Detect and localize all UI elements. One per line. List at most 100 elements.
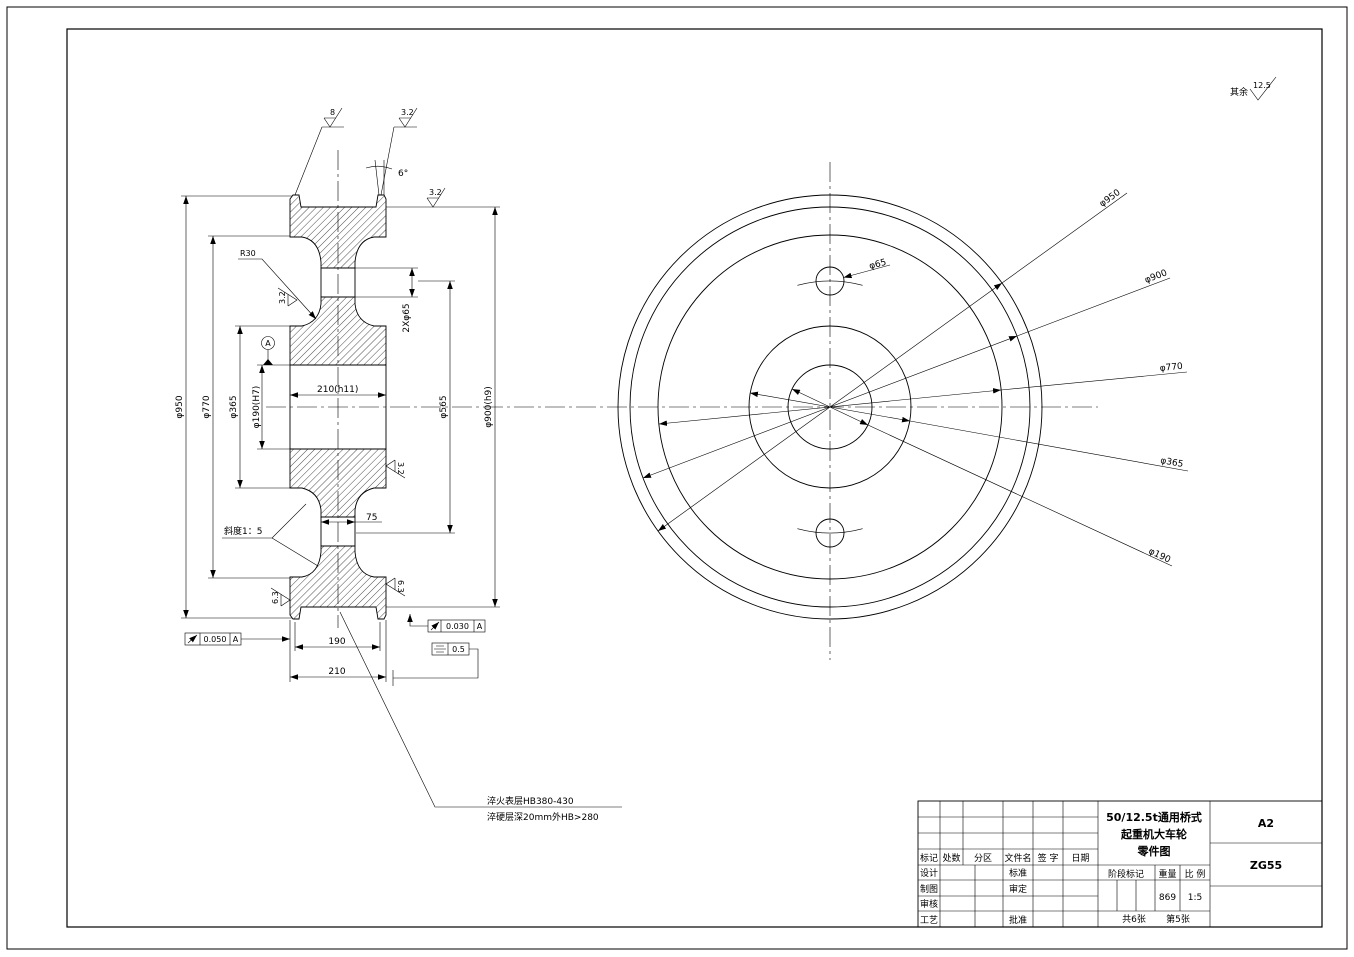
scale-value: 1:5 [1188,893,1202,903]
end-dim-dia-950: φ950 [657,188,1128,532]
role-verify: 审定 [1009,883,1027,895]
heat-treatment-note: 淬火表层HB380-430 淬硬层深20mm外HB>280 [339,611,622,823]
end-dim-dia-900: φ900 [642,268,1171,479]
header-zone: 分区 [974,853,992,864]
symmetry-value: 0.5 [452,645,465,654]
end-dim-hole-65: φ65 [843,258,891,279]
dim-width-190-label: 190 [328,637,345,647]
roughness-web-left-value: 3.2 [278,291,287,304]
roughness-tread-value: 3.2 [429,188,442,197]
end-dim-hole-65-label: φ65 [868,258,887,272]
general-roughness-note: 其余 12.5 [1230,76,1277,101]
dim-width-210-h11: 210(h11) [289,385,387,398]
flange-angle-callout: 6° [365,159,408,196]
scale-label: 比 例 [1185,868,1206,880]
hole-edges [320,268,356,546]
dim-dia-565-label: φ565 [439,395,449,418]
taper-callout: 斜度1：5 [222,503,319,567]
runout-right-datum: A [477,622,483,631]
roughness-rim-left-value: 6.3 [271,591,280,604]
roughness-web-left: 3.2 [277,287,298,307]
role-process: 工艺 [920,915,938,926]
roughness-tread: 3.2 [426,187,446,208]
sheets-total: 共6张 [1122,914,1146,925]
general-roughness-value: 12.5 [1253,81,1271,90]
dim-dia-900: φ900(h9) [386,206,500,608]
roughness-symbol-icon [270,587,291,607]
drawing-frame [66,28,1323,928]
roughness-symbol-icon [398,107,418,128]
dim-dia-190: φ190(H7) [252,364,290,450]
roughness-symbol-icon [1249,76,1277,101]
dim-holes-65-label: 2Xφ65 [402,303,412,332]
taper-label: 斜度1：5 [224,525,262,537]
general-roughness-label: 其余 [1230,86,1248,98]
role-approve: 批准 [1009,914,1027,926]
bottom-extension-lines [289,620,387,682]
dim-width-210: 210 [289,667,387,680]
end-dim-dia-770: φ770 [658,362,1188,426]
roughness-hub-right-value: 3.2 [396,462,405,475]
datum-a: A [261,336,275,365]
role-drawing: 制图 [920,883,938,895]
drawing-title-line-3: 零件图 [1137,844,1171,858]
dim-dia-190-label: φ190(H7) [252,386,262,429]
end-view: φ950 φ900 φ770 φ365 φ190 φ65 [617,162,1189,660]
dim-holes-65: 2Xφ65 [355,267,418,333]
datum-triangle-icon [263,359,273,365]
dim-width-210-label: 210 [328,667,345,677]
role-review: 审核 [920,898,938,910]
radius-30-label: R30 [240,249,256,258]
stage-label: 阶段标记 [1108,868,1144,880]
heat-treatment-line-2: 淬硬层深20mm外HB>280 [487,811,599,823]
datum-letter: A [265,339,271,348]
role-design: 设计 [920,867,938,879]
flange-angle-label: 6° [398,169,408,179]
role-standard: 标准 [1009,867,1027,879]
section-view: φ950 φ770 φ365 φ190(H7) A 210(h11) [175,107,1098,823]
roughness-flange-left: 8 [294,107,344,196]
symmetry-tolerance: 0.5 [392,642,479,686]
section-rim-bottom [289,545,387,620]
roughness-symbol-icon [277,287,298,307]
dim-len-75: 75 [320,513,382,525]
drawing-title-line-2: 起重机大车轮 [1120,827,1187,841]
runout-tolerance-right: 0.030 A [407,614,486,633]
dim-dia-365-label: φ365 [229,395,239,418]
weight-label: 重量 [1158,868,1176,880]
dim-dia-365: φ365 [229,325,290,489]
roughness-rim-right-value: 6.3 [396,580,405,593]
runout-left-datum: A [233,635,239,644]
weight-value: 869 [1159,893,1176,903]
roughness-symbol-icon [385,459,406,479]
header-count: 处数 [942,852,960,864]
sheet-number: 第5张 [1166,913,1190,925]
runout-right-value: 0.030 [446,622,469,631]
dim-dia-900-label: φ900(h9) [484,386,494,428]
end-dim-dia-190-label: φ190 [1147,547,1172,566]
dim-width-210-h11-label: 210(h11) [317,385,358,395]
dim-width-190: 190 [294,637,381,650]
material: ZG55 [1250,859,1282,872]
end-dim-dia-365: φ365 [749,391,1189,472]
roughness-symbol-icon [426,187,446,208]
roughness-rim-right: 6.3 [385,577,406,597]
symmetry-icon [434,645,446,653]
roughness-symbol-icon [323,107,343,128]
circle-dia-900 [629,206,1031,608]
roughness-flange-left-value: 8 [330,108,335,117]
end-dim-dia-190: φ190 [791,388,1172,567]
heat-treatment-line-1: 淬火表层HB380-430 [487,795,574,807]
runout-left-value: 0.050 [204,635,227,644]
header-date: 日期 [1071,853,1089,864]
header-mark: 标记 [920,852,938,864]
sheet-size: A2 [1258,817,1274,830]
title-block-grid [918,801,1322,927]
dim-dia-565: φ565 [356,280,455,534]
dim-dia-950: φ950 [175,195,292,619]
drawing-title-line-1: 50/12.5t通用桥式 [1106,810,1202,824]
runout-arrow-icon [187,634,198,644]
outer-border [6,6,1348,950]
roughness-rim-left: 6.3 [270,587,291,607]
runout-arrow-icon [430,621,440,631]
